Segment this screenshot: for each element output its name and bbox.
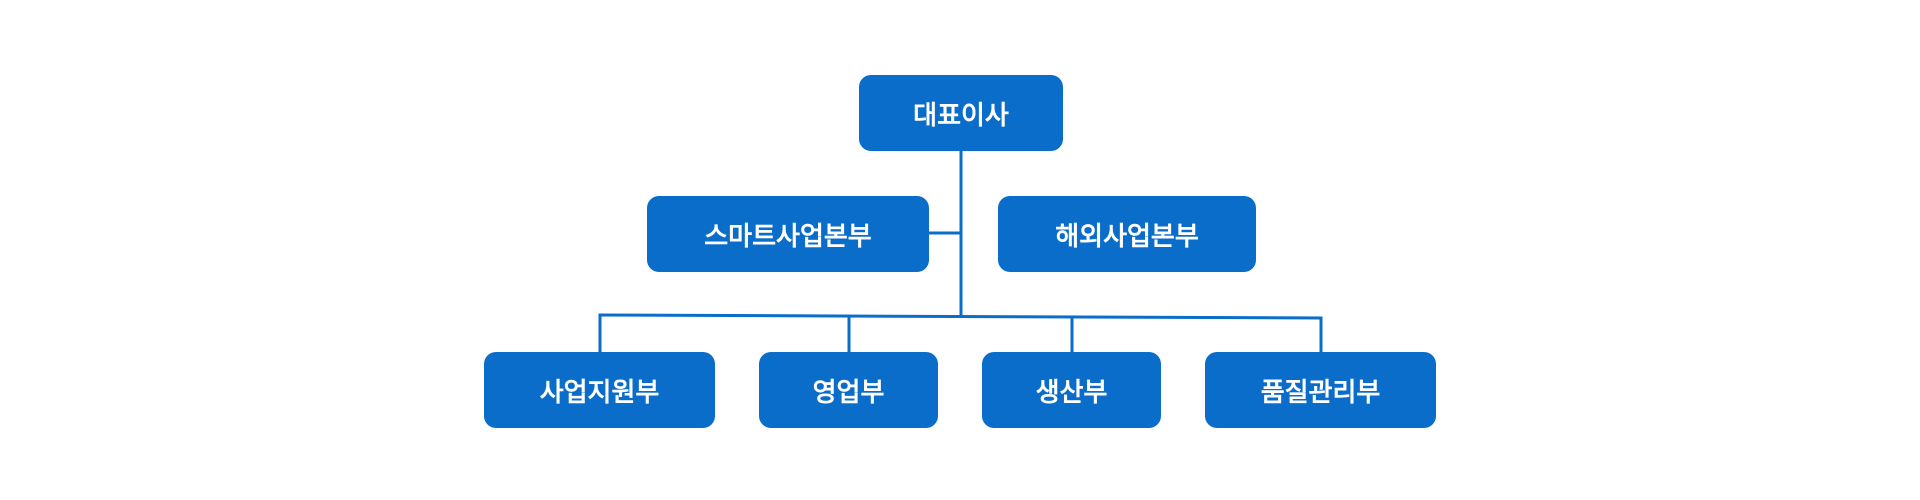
overseas-business-division-box[interactable]: 해외사업본부 bbox=[998, 196, 1256, 272]
quality-management-department-box[interactable]: 품질관리부 bbox=[1205, 352, 1436, 428]
business-support-department-box[interactable]: 사업지원부 bbox=[484, 352, 715, 428]
production-department-box[interactable]: 생산부 bbox=[982, 352, 1161, 428]
sales-department-box[interactable]: 영업부 bbox=[759, 352, 938, 428]
smart-business-division-box[interactable]: 스마트사업본부 bbox=[647, 196, 929, 272]
department-bus-line bbox=[598, 313, 1323, 320]
ceo-box[interactable]: 대표이사 bbox=[859, 75, 1063, 151]
